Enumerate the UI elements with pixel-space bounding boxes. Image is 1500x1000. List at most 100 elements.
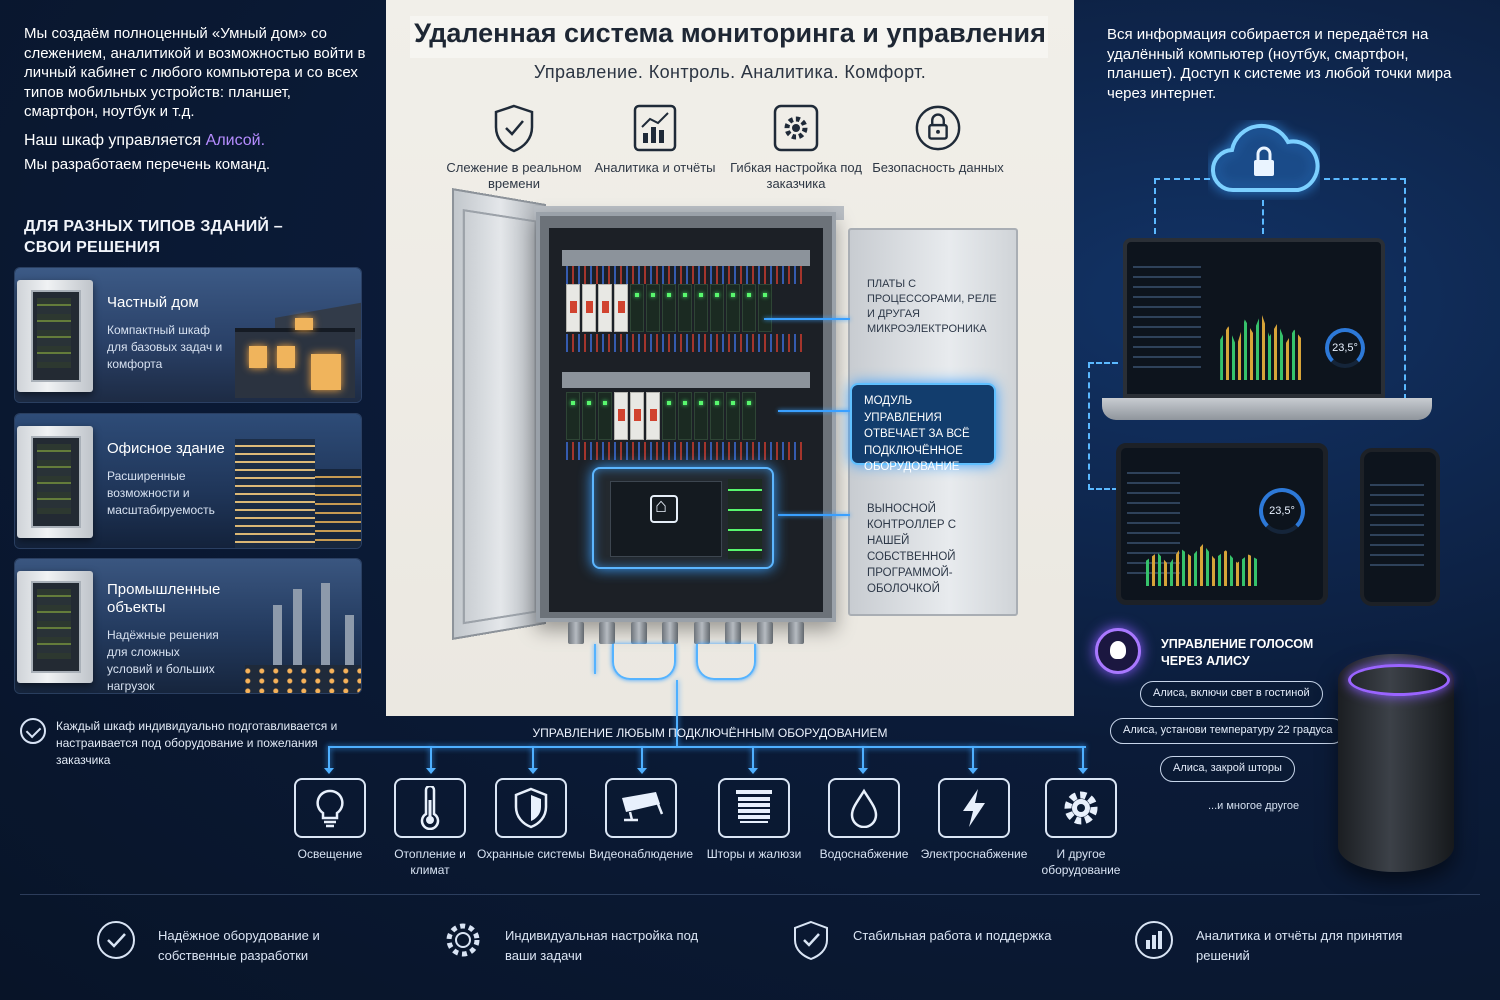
bus-drop [637, 746, 647, 774]
analytics-chart-icon [631, 102, 679, 154]
bus-stem [676, 680, 678, 746]
bus-line [328, 746, 1086, 748]
building-card-private-house: Частный дом Компактный шкаф для базовых … [14, 267, 362, 403]
callout-connector [778, 410, 850, 412]
cabinet-thumbnail [17, 571, 93, 683]
check-circle-icon [20, 718, 46, 744]
equipment-item: Отопление и климат [375, 778, 485, 878]
equipment-label: Освещение [297, 847, 363, 861]
house-illustration [215, 298, 361, 398]
equipment-label: Видеонаблюдение [588, 847, 694, 861]
cable-glands [568, 622, 804, 648]
wiring [566, 442, 806, 460]
note-text: Каждый шкаф индивидуально подготавливает… [56, 719, 338, 767]
bus-drop [324, 746, 334, 774]
callout-connector [764, 318, 850, 320]
equipment-item: Водоснабжение [809, 778, 919, 862]
remote-controller [592, 467, 774, 569]
gear-icon [446, 923, 480, 957]
wiring [566, 266, 806, 284]
feature-label: Безопасность данных [872, 160, 1004, 175]
bus-drop [528, 746, 538, 774]
dashed-connector [1088, 362, 1118, 490]
bus-drop [968, 746, 978, 774]
feature-label: Слежение в реальном времени [446, 160, 582, 191]
dashed-connector [1324, 178, 1406, 400]
water-drop-icon [828, 778, 900, 838]
module-row-middle [566, 392, 756, 440]
building-title: Офисное здание [107, 440, 225, 457]
equipment-item: И другое оборудование [1026, 778, 1136, 878]
page-subtitle: Управление. Контроль. Аналитика. Комфорт… [533, 62, 927, 82]
building-desc: Компактный шкаф для базовых задач и комф… [107, 323, 223, 371]
bottom-feature-label: Индивидуальная настройка под ваши задачи [505, 928, 699, 963]
equipment-title: Управление любым подключённым оборудован… [532, 726, 888, 740]
phone-dashboard [1360, 448, 1440, 606]
bottom-feature-label: Надёжное оборудование и собственные разр… [158, 928, 320, 963]
bottom-feature-label: Аналитика и отчёты для принятия решений [1196, 928, 1403, 963]
laptop-dashboard: 23,5° [1123, 238, 1385, 398]
left-column: Мы создаём полноценный «Умный дом» со сл… [0, 0, 385, 900]
callout-connector [778, 514, 850, 516]
bottom-feature-label: Стабильная работа и поддержка [853, 928, 1052, 943]
wiring [566, 334, 806, 352]
lightning-icon [938, 778, 1010, 838]
bottom-divider [20, 894, 1480, 895]
voice-command-bubble: Алиса, включи свет в гостиной [1140, 681, 1323, 707]
cable-line [612, 644, 676, 680]
dashed-connector [1262, 200, 1264, 234]
dashed-connector [1154, 178, 1210, 234]
bus-drop [1078, 746, 1088, 774]
alisa-icon [1095, 628, 1141, 674]
check-circle-icon [97, 921, 135, 959]
smart-speaker [1338, 654, 1454, 872]
feature-realtime: Слежение в реальном времени [439, 102, 589, 192]
cable-line [594, 644, 596, 674]
cloud-lock-icon [1210, 123, 1320, 193]
gear-icon [1045, 778, 1117, 838]
feature-security: Безопасность данных [863, 102, 1013, 176]
buildings-heading: Для разных типов зданий – свои решения [24, 218, 283, 256]
tablet-dashboard: 23,5° [1116, 443, 1328, 605]
cable-line [696, 644, 756, 680]
din-rail [562, 372, 810, 388]
thermometer-icon [394, 778, 466, 838]
blinds-icon [718, 778, 790, 838]
equipment-label: И другое оборудование [1041, 847, 1121, 877]
building-title: Частный дом [107, 294, 199, 311]
bus-drop [858, 746, 868, 774]
module-row-top [566, 284, 772, 332]
bus-drop [426, 746, 436, 774]
bar-chart-icon [1135, 921, 1173, 959]
home-icon [650, 495, 678, 523]
equipment-item: Видеонаблюдение [586, 778, 696, 862]
alisa-prefix: Наш шкаф управляется [24, 132, 206, 149]
callout-controller: Выносной контроллер с нашей собственной … [867, 503, 957, 595]
title-plate [410, 16, 1048, 58]
equipment-label: Шторы и жалюзи [706, 847, 802, 861]
building-card-office: Офисное здание Расширенные возможности и… [14, 413, 362, 549]
plant-illustration [245, 579, 361, 693]
temperature-gauge: 23,5° [1259, 488, 1305, 534]
feature-label: Гибкая настройка под заказчика [730, 160, 862, 191]
equipment-item: Охранные системы [476, 778, 586, 862]
equipment-item: Освещение [275, 778, 385, 862]
lightbulb-icon [294, 778, 366, 838]
feature-label: Аналитика и отчёты [594, 160, 716, 175]
bus-drop [748, 746, 758, 774]
equipment-item: Электроснабжение [919, 778, 1029, 862]
gear-icon [772, 102, 820, 154]
page-title: Удаленная система мониторинга и управлен… [414, 18, 1046, 48]
building-desc: Надёжные решения для сложных условий и б… [107, 628, 219, 693]
din-rail [562, 250, 810, 266]
more-commands-text: ...и многое другое [1208, 800, 1300, 812]
equipment-label: Водоснабжение [819, 847, 909, 861]
lock-icon [914, 102, 962, 154]
office-illustration [225, 429, 361, 548]
equipment-label: Охранные системы [476, 847, 586, 861]
cabinet-thumbnail [17, 280, 93, 392]
voice-control-title: Управление голосом через Алису [1161, 637, 1314, 668]
building-card-industrial: Промышленные объекты Надёжные решения дл… [14, 558, 362, 694]
equipment-label: Электроснабжение [920, 847, 1028, 861]
